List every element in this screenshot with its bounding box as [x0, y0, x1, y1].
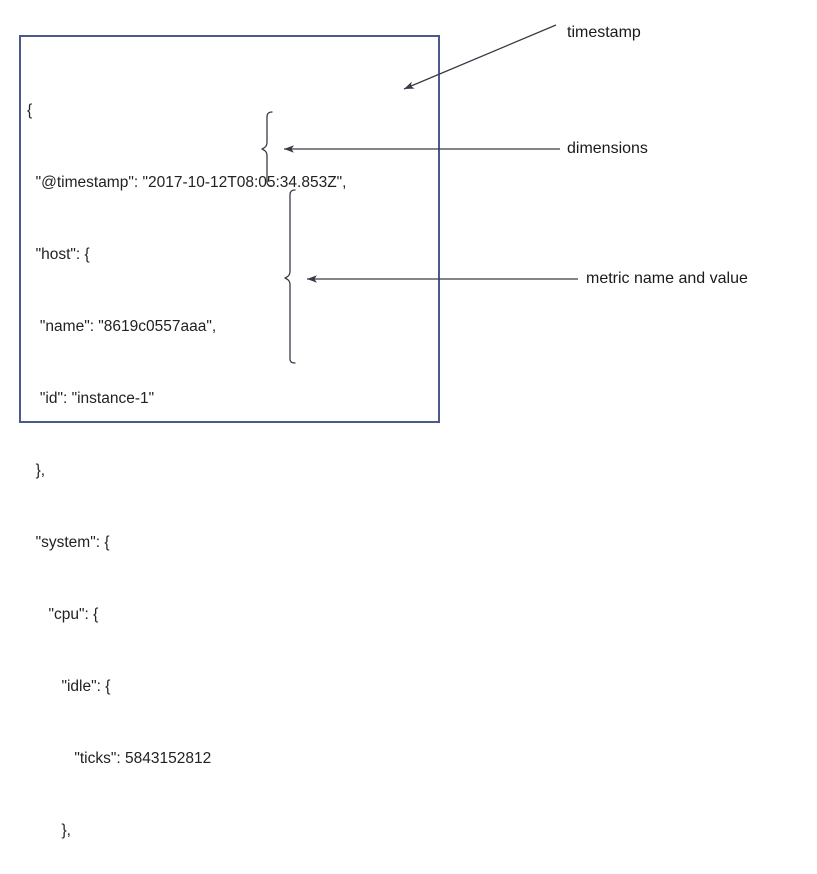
json-document-code: { "@timestamp": "2017-10-12T08:05:34.853… — [27, 51, 347, 874]
json-line-host-open: "host": { — [27, 246, 90, 263]
json-line-system-open: "system": { — [27, 534, 110, 551]
annotation-label-metric: metric name and value — [586, 270, 748, 287]
json-line-idle-close: }, — [27, 822, 71, 839]
json-line-idle-open: "idle": { — [27, 678, 111, 695]
json-line: { — [27, 102, 33, 119]
json-line-host-id: "id": "instance-1" — [27, 390, 155, 407]
json-line-host-close: }, — [27, 462, 46, 479]
annotation-label-dimensions: dimensions — [567, 140, 648, 157]
annotation-label-timestamp: timestamp — [567, 24, 641, 41]
json-line-timestamp: "@timestamp": "2017-10-12T08:05:34.853Z"… — [27, 174, 347, 191]
json-document-box: { "@timestamp": "2017-10-12T08:05:34.853… — [19, 35, 440, 839]
json-line-ticks: "ticks": 5843152812 — [27, 750, 212, 767]
json-line-host-name: "name": "8619c0557aaa", — [27, 318, 217, 335]
json-line-cpu-open: "cpu": { — [27, 606, 99, 623]
